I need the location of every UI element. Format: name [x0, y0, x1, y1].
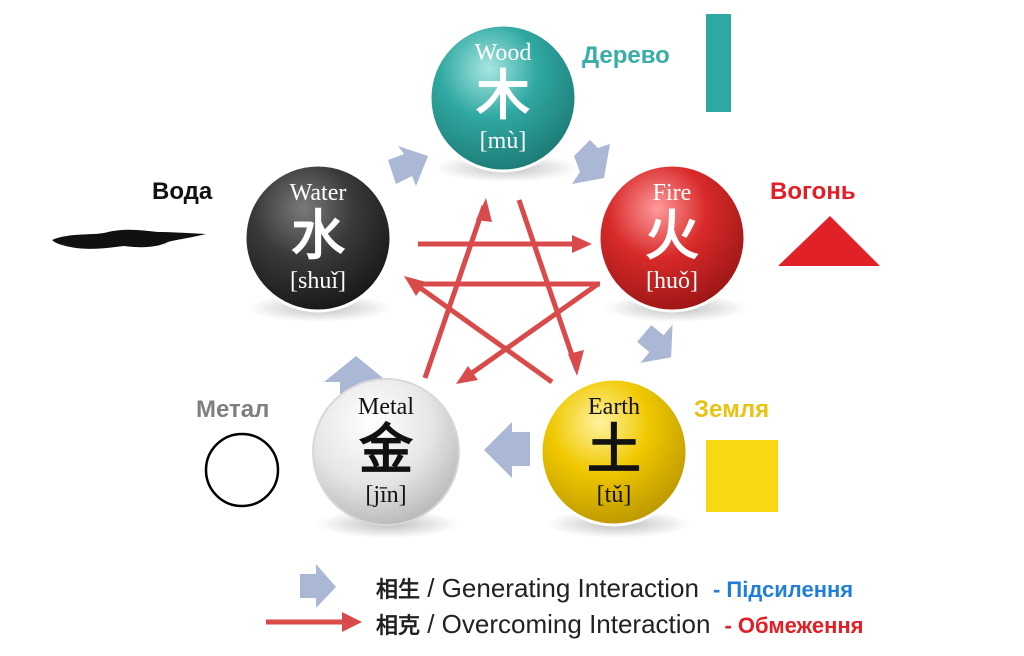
overcoming-arrow-water-fire	[418, 235, 592, 253]
water-ball	[243, 163, 393, 313]
generating-arrow-earth-metal	[484, 422, 530, 478]
overcoming-arrow-wood-earth	[516, 199, 584, 376]
water-blob-icon	[52, 229, 206, 249]
generating-arrow-fire-earth	[637, 324, 673, 363]
legend-generating-text: / Generating Interaction	[420, 573, 699, 603]
water-element: Water 水 [shuǐ]	[248, 168, 388, 308]
legend-generating-arrow-icon	[300, 564, 336, 608]
metal-ball	[312, 378, 460, 526]
fire-char: 火	[645, 204, 699, 267]
wood-char: 木	[476, 64, 530, 127]
water-char: 水	[291, 204, 345, 267]
fire-name: Fire	[652, 180, 692, 206]
earth-element: Earth 土 [tǔ]	[544, 382, 684, 522]
earth-pinyin: [tǔ]	[596, 482, 632, 508]
metal-name: Metal	[358, 394, 414, 420]
wood-ball	[428, 23, 578, 173]
metal-label: Метал	[196, 396, 270, 423]
water-pinyin: [shuǐ]	[290, 268, 346, 294]
earth-name: Earth	[588, 394, 640, 420]
legend-overcoming: 相克 / Overcoming Interaction - Обмеження	[376, 608, 864, 640]
metal-char: 金	[359, 418, 413, 481]
metal-element: Metal 金 [jīn]	[316, 382, 456, 522]
fire-element: Fire 火 [huǒ]	[602, 168, 742, 308]
square-icon	[706, 440, 778, 512]
triangle-icon	[778, 216, 880, 266]
wood-pinyin: [mù]	[479, 128, 527, 154]
overcoming-arrow-earth-water-2	[404, 276, 554, 385]
water-name: Water	[289, 180, 347, 206]
legend-generating: 相生 / Generating Interaction - Підсилення	[376, 572, 853, 604]
legend-overcoming-cjk: 相克	[376, 614, 421, 639]
legend-overcoming-arrow-icon	[266, 612, 362, 632]
circle-icon	[204, 432, 280, 508]
wood-label: Дерево	[582, 42, 670, 69]
fire-pinyin: [huǒ]	[646, 268, 698, 294]
fire-label: Вогонь	[770, 178, 856, 205]
wood-name: Wood	[474, 40, 532, 66]
overcoming-arrow-metal-wood	[422, 198, 492, 379]
wood-element: Wood 木 [mù]	[433, 28, 573, 168]
generating-arrow-wood-fire	[572, 140, 610, 184]
metal-pinyin: [jīn]	[365, 482, 407, 508]
overcoming-arrows	[404, 198, 600, 385]
generating-arrow-water-wood	[388, 146, 428, 186]
earth-label: Земля	[694, 396, 770, 423]
water-label: Вода	[152, 178, 213, 205]
legend-generating-cjk: 相生	[376, 578, 421, 603]
earth-char: 土	[587, 418, 641, 481]
legend-overcoming-text: / Overcoming Interaction	[420, 609, 711, 639]
legend-overcoming-ua: - Обмеження	[724, 613, 864, 638]
fire-ball	[597, 163, 747, 313]
overcoming-arrow-fire-metal	[456, 281, 600, 384]
bar-icon	[706, 14, 731, 112]
earth-ball	[539, 377, 689, 527]
legend-generating-ua: - Підсилення	[712, 577, 854, 602]
